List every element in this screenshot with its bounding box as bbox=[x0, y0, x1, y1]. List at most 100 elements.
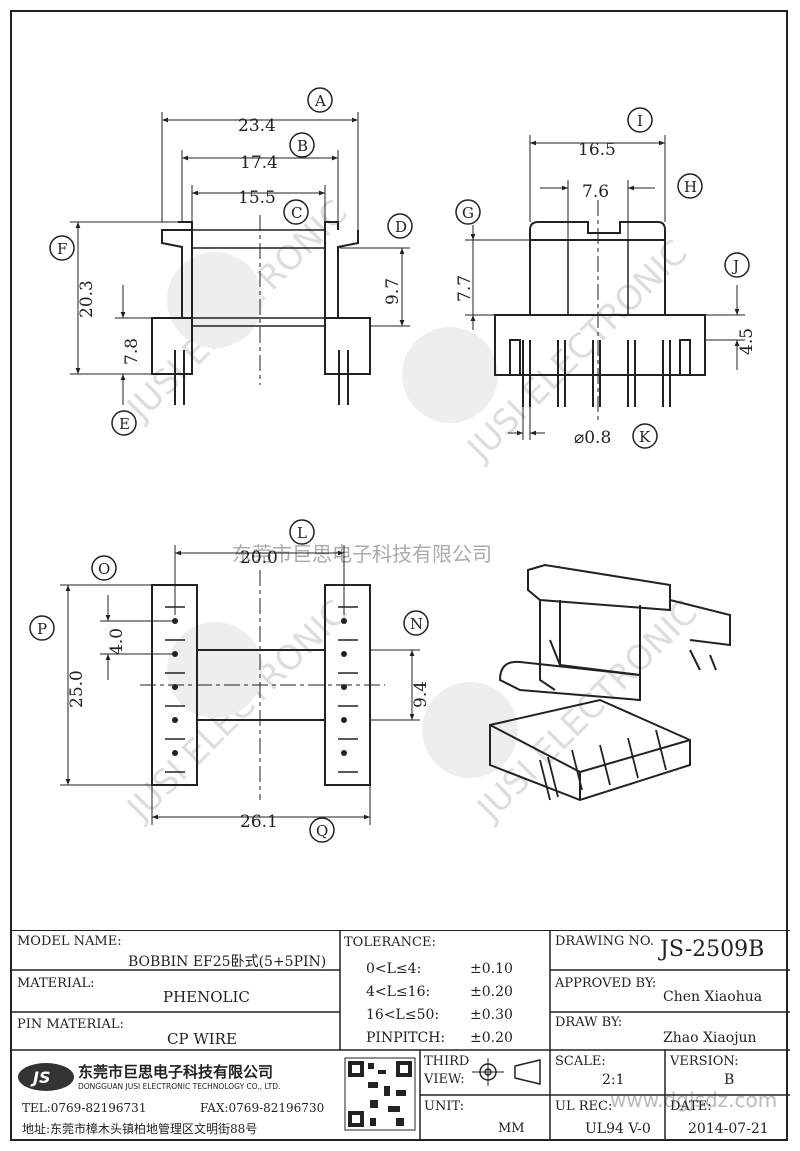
marker-F: F bbox=[49, 235, 75, 261]
date-value: 2014-07-21 bbox=[688, 1121, 769, 1137]
dim-N: 9.4 bbox=[411, 681, 431, 708]
company-name-cn: 东莞市巨思电子科技有限公司 bbox=[78, 1063, 274, 1081]
third-view-label-1: THIRD bbox=[424, 1054, 470, 1069]
unit-value: MM bbox=[498, 1121, 525, 1136]
third-view-label-2: VIEW: bbox=[424, 1072, 465, 1087]
drawing-no-value: JS-2509B bbox=[660, 937, 765, 962]
tolerance-label: TOLERANCE: bbox=[344, 935, 436, 950]
dim-C: 15.5 bbox=[238, 188, 276, 208]
svg-text:H: H bbox=[684, 178, 697, 196]
svg-text:D: D bbox=[395, 218, 407, 236]
svg-text:B: B bbox=[297, 137, 308, 155]
marker-L: L bbox=[289, 519, 315, 545]
isometric-view bbox=[489, 563, 731, 802]
marker-C: C bbox=[283, 199, 309, 225]
model-name-label: MODEL NAME: bbox=[17, 934, 122, 949]
drawing-no-label: DRAWING NO. bbox=[555, 934, 654, 949]
qr-pattern bbox=[348, 1061, 412, 1127]
dim-K: ⌀0.8 bbox=[574, 428, 611, 448]
svg-text:C: C bbox=[291, 204, 302, 222]
marker-G: G bbox=[455, 199, 481, 225]
marker-P: P bbox=[29, 615, 55, 641]
dim-A: 23.4 bbox=[238, 116, 276, 136]
tol-range-1: 0<L≤4: bbox=[366, 961, 422, 977]
company-name-en: DONGGUAN JUSI ELECTRONIC TECHNOLOGY CO.,… bbox=[78, 1082, 281, 1091]
side-view bbox=[494, 200, 706, 420]
watermark-url: www.dgjsdz.com bbox=[610, 1088, 778, 1112]
marker-Q: Q bbox=[309, 817, 335, 843]
draw-by-value: Zhao Xiaojun bbox=[663, 1030, 757, 1046]
dim-B: 17.4 bbox=[240, 153, 278, 173]
title-block-grid: JS bbox=[10, 930, 790, 1140]
ul-rec-label: UL REC: bbox=[555, 1099, 613, 1114]
company-tel: TEL:0769-82196731 bbox=[22, 1101, 147, 1115]
unit-label: UNIT: bbox=[424, 1099, 465, 1114]
tol-range-4: PINPITCH: bbox=[366, 1030, 446, 1046]
marker-A: A bbox=[307, 87, 333, 113]
marker-K: K bbox=[632, 423, 658, 449]
front-view bbox=[151, 215, 371, 405]
svg-text:A: A bbox=[314, 92, 326, 110]
dim-E: 7.8 bbox=[122, 338, 142, 365]
version-value: B bbox=[724, 1072, 735, 1088]
company-address: 地址:东莞市樟木头镇柏地管理区文明街88号 bbox=[22, 1122, 258, 1136]
svg-text:F: F bbox=[57, 240, 67, 258]
dim-J: 4.5 bbox=[737, 328, 757, 355]
svg-text:P: P bbox=[37, 620, 47, 638]
bottom-view-pins bbox=[172, 618, 347, 756]
approved-by-label: APPROVED BY: bbox=[555, 976, 657, 991]
marker-D: D bbox=[387, 213, 413, 239]
pin-material-value: CP WIRE bbox=[167, 1030, 237, 1048]
svg-text:J: J bbox=[731, 257, 739, 275]
dim-F: 20.3 bbox=[77, 280, 97, 318]
marker-J: J bbox=[724, 252, 750, 278]
tol-val-1: ±0.10 bbox=[470, 961, 513, 977]
dim-G: 7.7 bbox=[455, 275, 475, 302]
dim-I: 16.5 bbox=[578, 140, 616, 160]
dim-H: 7.6 bbox=[582, 182, 609, 202]
approved-by-value: Chen Xiaohua bbox=[663, 989, 763, 1005]
company-fax: FAX:0769-82196730 bbox=[200, 1101, 325, 1115]
tol-range-3: 16<L≤50: bbox=[366, 1007, 440, 1023]
model-name-value: BOBBIN EF25卧式(5+5PIN) bbox=[128, 954, 327, 970]
svg-text:JS: JS bbox=[30, 1068, 50, 1087]
tol-range-2: 4<L≤16: bbox=[366, 984, 431, 1000]
dim-O: 4.0 bbox=[107, 628, 127, 655]
pin-material-label: PIN MATERIAL: bbox=[17, 1017, 124, 1032]
tol-val-4: ±0.20 bbox=[470, 1030, 513, 1046]
dim-P: 25.0 bbox=[67, 670, 87, 708]
dim-D: 9.7 bbox=[383, 278, 403, 305]
scale-label: SCALE: bbox=[555, 1054, 606, 1069]
marker-N: N bbox=[403, 610, 429, 636]
svg-text:E: E bbox=[119, 415, 130, 433]
tol-val-2: ±0.20 bbox=[470, 984, 513, 1000]
svg-text:N: N bbox=[410, 615, 423, 633]
svg-text:I: I bbox=[637, 112, 643, 130]
svg-text:G: G bbox=[462, 204, 474, 222]
marker-H: H bbox=[677, 173, 703, 199]
version-label: VERSION: bbox=[670, 1054, 739, 1069]
svg-text:Q: Q bbox=[316, 822, 328, 840]
material-value: PHENOLIC bbox=[163, 988, 250, 1006]
scale-value: 2:1 bbox=[602, 1072, 625, 1088]
date-label: DATE: bbox=[670, 1099, 712, 1114]
dim-L: 20.0 bbox=[240, 548, 278, 568]
technical-drawing: 23.4 17.4 15.5 9.7 20.3 7.8 16.5 7.6 7.7… bbox=[29, 87, 757, 843]
svg-text:K: K bbox=[639, 428, 651, 446]
tol-val-3: ±0.30 bbox=[470, 1007, 513, 1023]
company-logo: JS bbox=[18, 1063, 74, 1091]
marker-E: E bbox=[111, 410, 137, 436]
dim-Q: 26.1 bbox=[240, 812, 278, 832]
bottom-view bbox=[140, 570, 385, 800]
logo-watermark-1 bbox=[167, 252, 518, 778]
ul-rec-value: UL94 V-0 bbox=[585, 1121, 651, 1137]
marker-I: I bbox=[627, 107, 653, 133]
drawing-frame bbox=[10, 10, 788, 1141]
marker-B: B bbox=[289, 132, 315, 158]
marker-O: O bbox=[91, 555, 117, 581]
draw-by-label: DRAW BY: bbox=[555, 1015, 623, 1030]
third-angle-projection-icon bbox=[472, 1058, 541, 1086]
material-label: MATERIAL: bbox=[17, 976, 95, 991]
svg-text:L: L bbox=[297, 524, 307, 542]
svg-text:O: O bbox=[98, 560, 110, 578]
